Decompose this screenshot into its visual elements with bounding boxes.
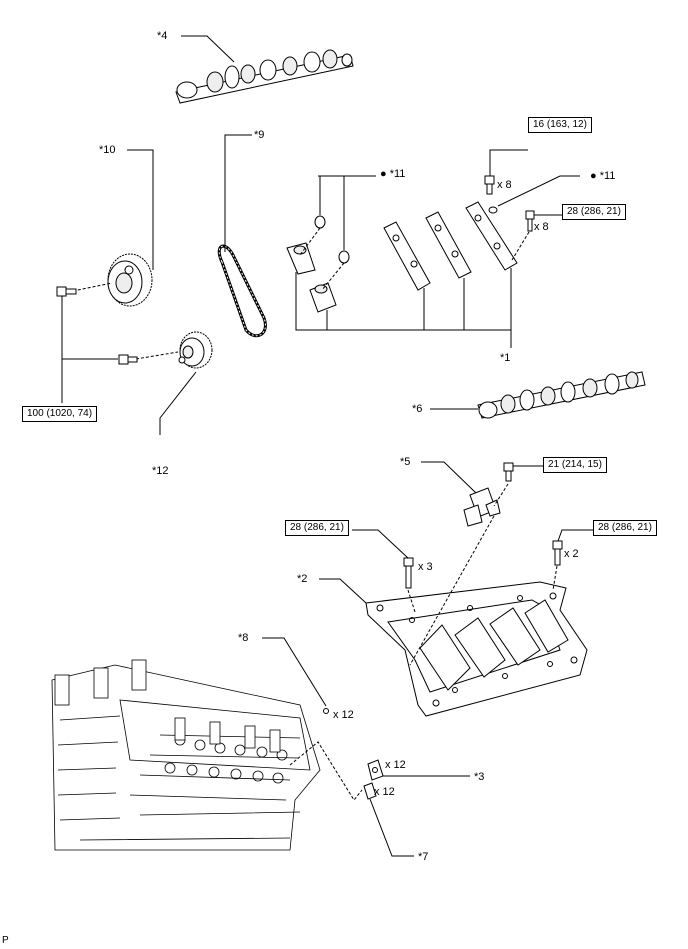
leader-c10: [127, 149, 154, 270]
bearing-cap-2: [309, 282, 337, 313]
qty-3: x 3: [418, 561, 433, 573]
qty-4: x 2: [564, 548, 579, 560]
leader-c8: [262, 637, 327, 707]
camshaft-lower: [477, 371, 646, 419]
cap-bushing-a: [314, 215, 326, 229]
callout-2: *2: [297, 573, 308, 585]
leader-torque-28-b: [352, 529, 409, 559]
cap-bushing-b: [338, 250, 350, 264]
leader-c9: [224, 134, 252, 252]
bearing-cap-3: [383, 221, 431, 291]
qty-1: x 8: [497, 179, 512, 191]
camshaft-upper: [175, 49, 354, 104]
leader-c11b: [497, 175, 580, 207]
torque-box-6: 28 (286, 21): [593, 520, 657, 536]
leader-c7: [369, 798, 414, 857]
leader-c4: [181, 35, 235, 63]
bullet-a: ●: [380, 168, 387, 180]
dash-bush-b: [321, 262, 345, 291]
engine-head-sketch: [51, 659, 321, 851]
leader-c1-bracket: [295, 272, 511, 331]
dash-housing-bolt-a: [407, 589, 416, 613]
dash-bush-a: [299, 227, 321, 256]
timing-gear-lower: [178, 331, 213, 369]
dash-engine-to-parts: [289, 741, 363, 801]
torque-box-2: 28 (286, 21): [562, 204, 626, 220]
torque-box-4: 21 (214, 15): [543, 457, 607, 473]
leader-torque-16: [489, 149, 528, 176]
torque-box-3: 100 (1020, 74): [22, 406, 98, 422]
leader-c2: [319, 578, 367, 604]
callout-11b-text: *11: [599, 170, 616, 182]
callout-4: *4: [157, 30, 168, 42]
qty-5: x 12: [333, 709, 354, 721]
dash-bolt-gear-lower: [135, 351, 179, 360]
bracket-bolt: [503, 462, 514, 482]
callout-6: *6: [412, 403, 423, 415]
housing-c2: [365, 581, 588, 717]
part-c7: [363, 782, 377, 800]
leader-torque-28-c: [557, 529, 593, 542]
leader-c12: [159, 371, 197, 435]
part-c3: [367, 759, 384, 781]
bracket-c5: [463, 487, 501, 527]
callout-7: *7: [418, 851, 429, 863]
dash-cap-bolt-b: [511, 231, 530, 261]
footer-code: P: [2, 935, 9, 946]
qty-6: x 12: [385, 759, 406, 771]
bearing-cap-1: [286, 242, 316, 275]
housing-bolt-x3: [403, 557, 414, 589]
torque-box-1: 16 (163, 12): [528, 117, 592, 133]
cap-bolt-a: [484, 175, 495, 195]
callout-10: *10: [99, 144, 116, 156]
bearing-cap-5: [465, 201, 518, 271]
housing-bolt-x2: [552, 540, 563, 566]
callout-11a-text: *11: [389, 168, 406, 180]
torque-box-5: 28 (286, 21): [285, 520, 349, 536]
dash-housing-bolt-b: [552, 565, 558, 591]
dash-bracket-to-housing: [409, 515, 495, 666]
callout-8: *8: [238, 632, 249, 644]
timing-gear-upper: [107, 253, 153, 307]
callout-9: *9: [254, 129, 265, 141]
bullet-b: ●: [590, 170, 597, 182]
plug-c8: [323, 708, 329, 714]
bearing-cap-4: [425, 211, 472, 279]
callout-12: *12: [152, 465, 169, 477]
callout-3: *3: [474, 771, 485, 783]
cap-bolt-b: [525, 210, 535, 232]
qty-7: x 12: [374, 786, 395, 798]
timing-chain: [217, 244, 267, 338]
callout-1: *1: [500, 352, 511, 364]
callout-5: *5: [400, 456, 411, 468]
bolt-gear-lower: [118, 354, 138, 365]
dash-bracket-bolt: [493, 483, 509, 507]
callout-11a: ● *11: [380, 168, 405, 180]
callout-11b: ● *11: [590, 170, 615, 182]
leader-c5: [421, 461, 477, 494]
cap-washer: [488, 206, 498, 214]
bolt-gear-upper: [56, 286, 77, 297]
qty-2: x 8: [534, 221, 549, 233]
